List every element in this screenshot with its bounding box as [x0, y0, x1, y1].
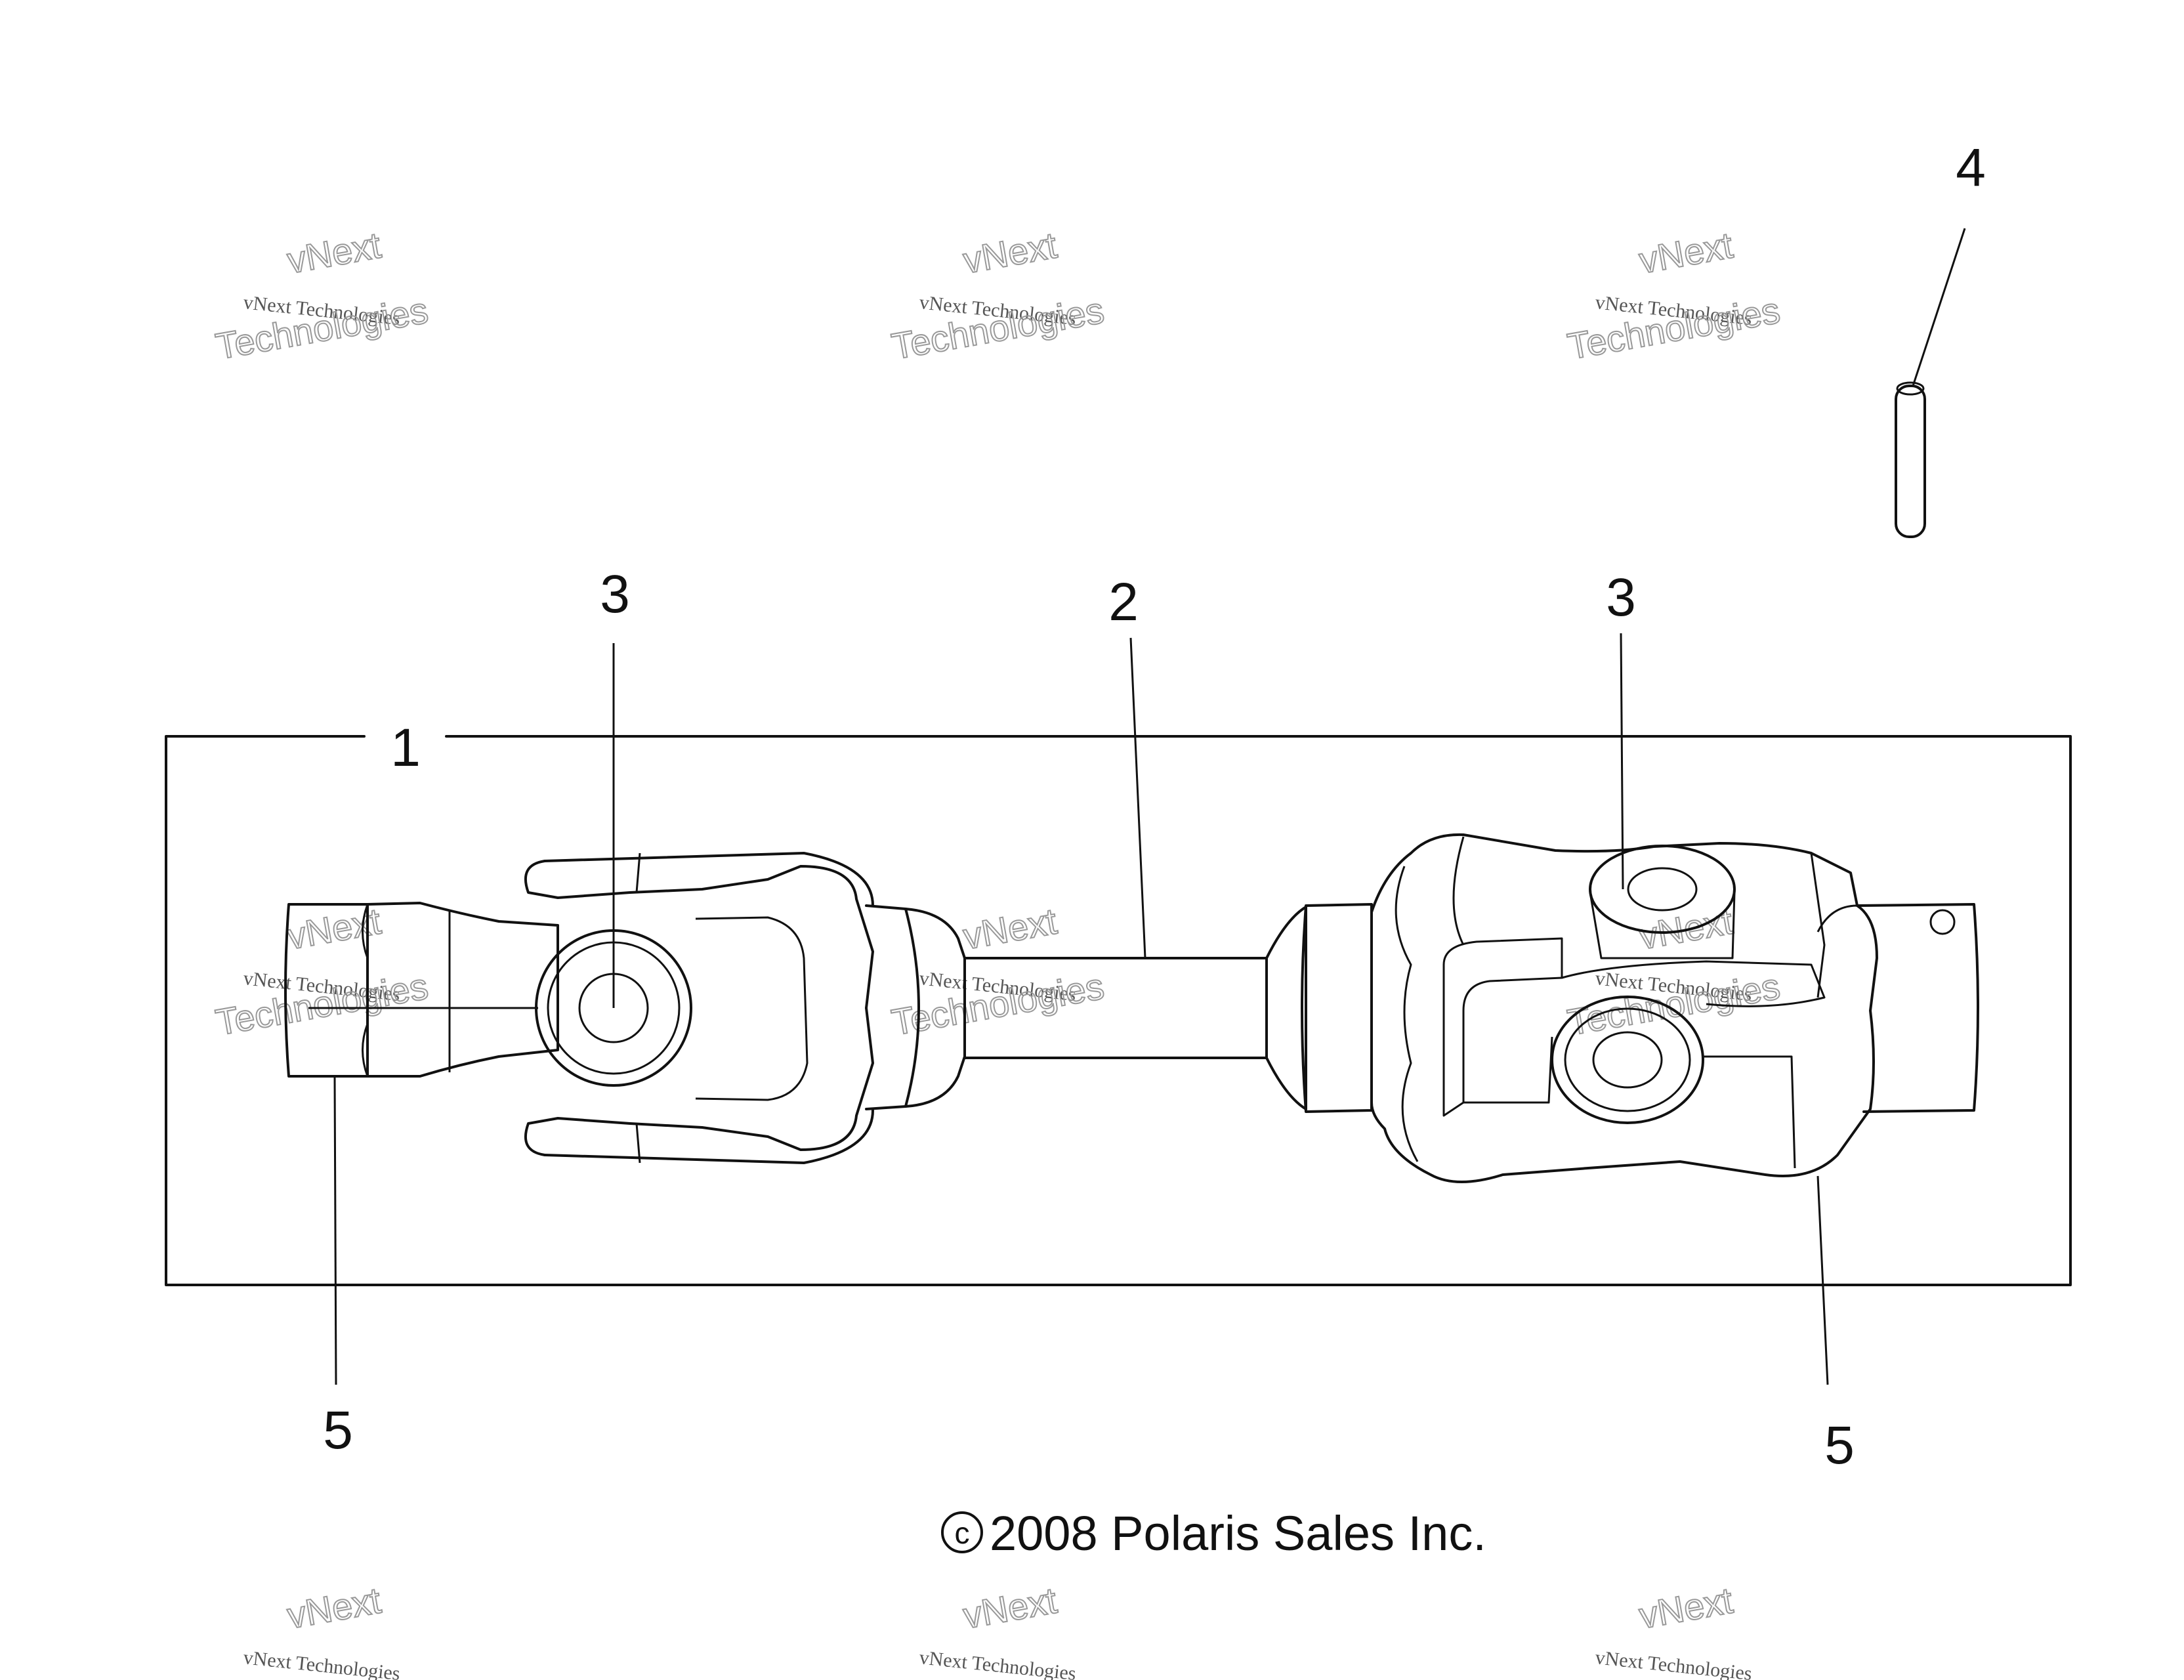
right-bearing-cap-bottom-ring	[1564, 1007, 1691, 1112]
leader-lines	[333, 228, 1966, 1385]
watermark-text: vNext Technologies	[242, 1647, 401, 1680]
right-u-joint	[1301, 833, 1979, 1183]
callout-3-left: 3	[600, 564, 630, 624]
callout-5-right: 5	[1824, 1416, 1855, 1475]
leader-5-left	[333, 1076, 337, 1385]
yoke-contour	[1395, 866, 1419, 1162]
left-yoke-ear-bottom	[543, 1109, 874, 1164]
yoke-line	[635, 1123, 641, 1164]
copyright-circle	[941, 1511, 983, 1553]
watermark-text: vNext	[960, 900, 1060, 957]
watermark-8: vNext Technologies vNext	[918, 1579, 1077, 1680]
cross-arm	[1561, 960, 1826, 1007]
pin-end	[1896, 381, 1925, 396]
watermark-text: vNext	[960, 224, 1060, 282]
callout-5-left: 5	[323, 1400, 353, 1460]
callout-4: 4	[1956, 138, 1986, 198]
callout-1: 1	[390, 718, 421, 778]
left-throat	[865, 1055, 966, 1110]
callout-labels: 1 2 3 3 4 5 5	[323, 138, 1986, 1475]
copyright-symbol: c	[955, 1516, 970, 1550]
yoke-contour	[1703, 1055, 1796, 1169]
watermarks: vNext Technologies vNext Technologies vN…	[212, 224, 1784, 1680]
yoke-line	[635, 852, 641, 893]
shaft-tube	[963, 957, 1268, 1059]
yoke-contour	[1452, 836, 1465, 946]
right-sleeve	[1856, 903, 1979, 1113]
watermark-text: vNext	[284, 900, 384, 957]
right-bearing-cap-top-center	[1627, 867, 1698, 912]
watermark-text: vNext	[1636, 1580, 1736, 1637]
pin-body	[1895, 385, 1926, 538]
cap-skirt	[1589, 892, 1736, 959]
pin-part	[1895, 381, 1926, 538]
leader-5-right	[1816, 1175, 1829, 1385]
left-u-joint	[284, 852, 966, 1164]
left-sleeve	[284, 903, 369, 1078]
watermark-6: vNext Technologies vNext Technologies	[1564, 900, 1784, 1044]
left-yoke-ear-top	[543, 852, 874, 907]
right-bearing-cap-bottom-center	[1592, 1031, 1663, 1089]
right-bearing-cap-bottom	[1551, 996, 1704, 1124]
watermark-3: vNext Technologies vNext Technologies	[1564, 224, 1784, 368]
copyright-text: 2008 Polaris Sales Inc.	[990, 1506, 1486, 1561]
leader-4	[1912, 228, 1966, 387]
yoke-edge	[362, 1023, 369, 1077]
callout-3-right: 3	[1606, 568, 1636, 627]
watermark-2: vNext Technologies vNext Technologies	[888, 224, 1108, 368]
watermark-text: vNext	[960, 1580, 1060, 1637]
watermark-4: vNext Technologies vNext Technologies	[212, 900, 432, 1044]
yoke-contour	[1463, 1036, 1553, 1104]
yoke-edge	[362, 904, 369, 959]
grease-hole	[1929, 909, 1956, 935]
watermark-text: vNext Technologies	[918, 1647, 1077, 1680]
watermark-text: vNext	[1636, 224, 1736, 282]
watermark-text: vNext Technologies	[1594, 1647, 1753, 1680]
left-throat	[865, 904, 966, 959]
drive-shaft	[963, 906, 1307, 1110]
sleeve-edge	[1816, 904, 1858, 933]
left-yoke	[366, 902, 559, 1078]
right-bearing-cap-top	[1589, 845, 1736, 934]
left-yoke-ear-bottom	[524, 1007, 874, 1156]
left-throat-edge	[904, 908, 920, 1108]
watermark-1: vNext Technologies vNext Technologies	[212, 224, 432, 368]
left-yoke-inner	[695, 916, 808, 1101]
yoke-contour	[1810, 852, 1826, 998]
watermark-text: vNext	[284, 1580, 384, 1637]
watermark-9: vNext Technologies vNext	[1594, 1579, 1753, 1680]
watermark-7: vNext Technologies vNext	[242, 1579, 401, 1680]
assembly-outline	[165, 735, 2072, 1286]
watermark-text: vNext	[284, 224, 384, 282]
right-hub	[1301, 903, 1373, 1113]
leader-3-right	[1620, 633, 1624, 890]
right-yoke-body	[1370, 833, 1878, 1183]
callout-2: 2	[1108, 572, 1139, 632]
copyright-notice: c 2008 Polaris Sales Inc.	[941, 1506, 1486, 1561]
right-yoke-inner-loop	[1442, 937, 1563, 1117]
leader-2	[1129, 637, 1146, 959]
left-yoke-ear-top	[524, 860, 874, 1009]
shaft-flare	[1265, 906, 1307, 1110]
